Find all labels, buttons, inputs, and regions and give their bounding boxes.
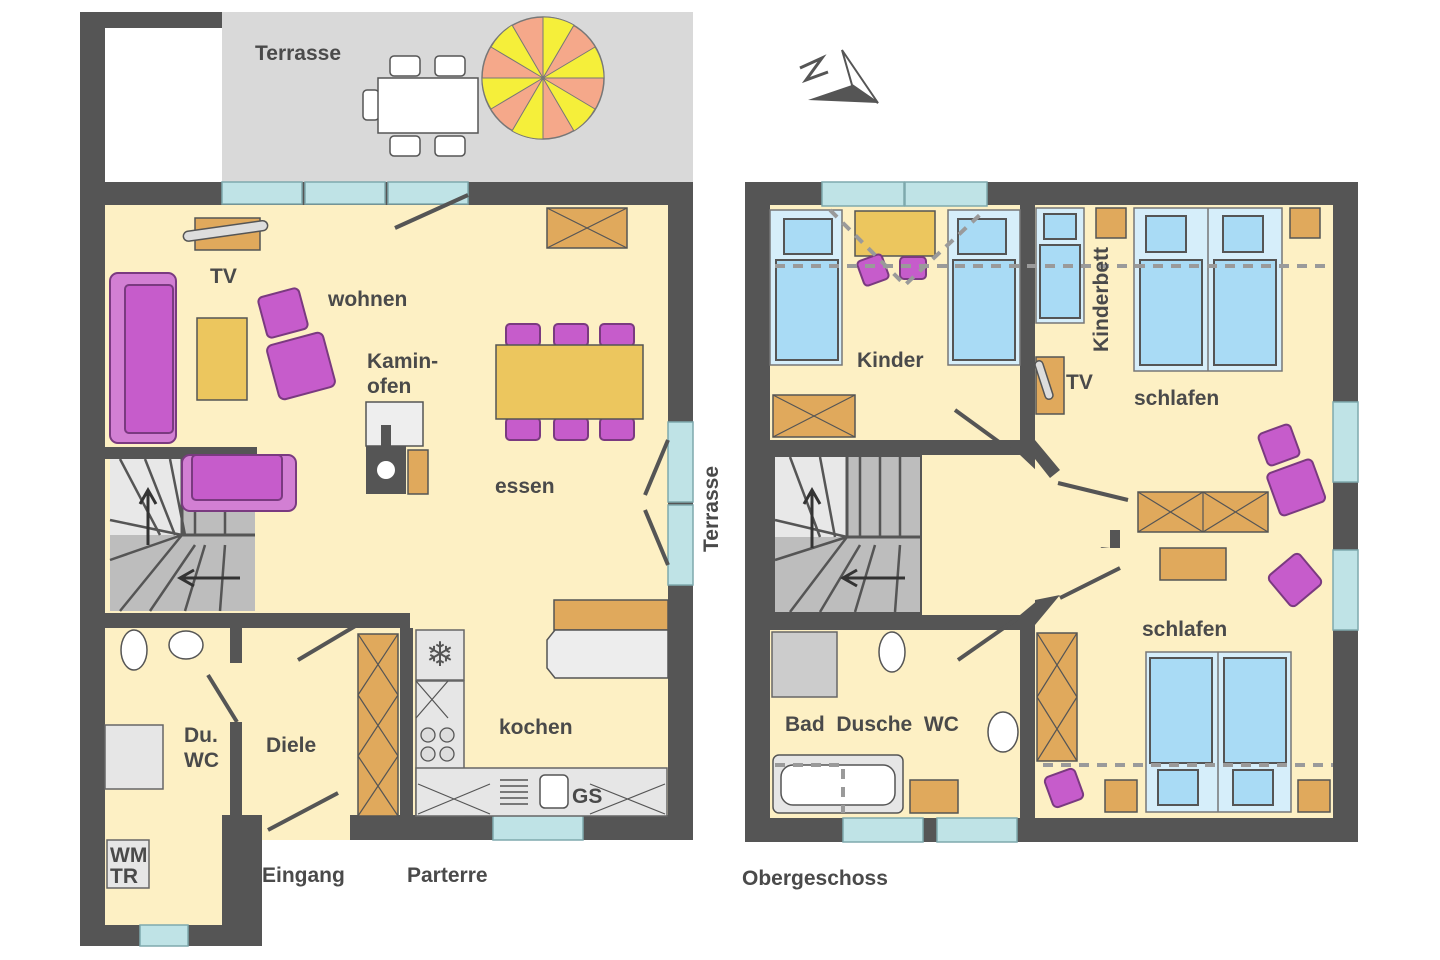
label-tv: TV: [210, 265, 237, 288]
label-living: wohnen: [327, 288, 407, 311]
label-washer: WM: [110, 844, 147, 867]
window: [221, 181, 303, 205]
north-label: [799, 54, 829, 84]
label-shower: Du.: [184, 724, 218, 747]
toilet-icon: [120, 629, 148, 671]
terrace-table: [362, 55, 479, 157]
label-crib: Kinderbett: [1090, 247, 1113, 352]
crib: [1035, 207, 1085, 324]
wardrobe: [1036, 632, 1078, 762]
stove-icon: [365, 401, 429, 495]
upper-floor-title: Obergeschoss: [742, 867, 888, 890]
kids-bed-right: [947, 209, 1021, 366]
label-terrace-side: Terrasse: [700, 466, 723, 552]
label-dining: essen: [495, 475, 555, 498]
upper-hallway: [922, 455, 1110, 615]
washbasin-icon: [168, 630, 204, 660]
compass-north-arrow-icon: [799, 49, 879, 104]
armchair: [1266, 458, 1327, 517]
cooktop-icon: [420, 727, 455, 762]
stairs-upper: [774, 456, 920, 613]
label-tv-upper: TV: [1066, 371, 1093, 394]
freezer: [415, 629, 465, 681]
label-bedroom-1: schlafen: [1134, 387, 1219, 410]
desk: [854, 210, 936, 257]
ground-floor-title: Parterre: [407, 864, 488, 887]
label-dryer: TR: [110, 865, 138, 888]
double-bed-2: [1145, 651, 1292, 813]
label-kids: Kinder: [857, 349, 924, 372]
label-stove: Kamin-: [367, 350, 438, 373]
parasol-icon: [481, 16, 605, 140]
label-bathroom: Bad Dusche WC: [785, 713, 959, 736]
washer-dryer: [106, 839, 150, 889]
label-wc: WC: [184, 749, 219, 772]
tv-icon: [182, 219, 269, 242]
label-bedroom-2: schlafen: [1142, 618, 1227, 641]
label-terrace: Terrasse: [255, 42, 341, 65]
shower-icon: [104, 724, 164, 790]
tv-icon: [1034, 360, 1054, 400]
label-entrance: Eingang: [262, 864, 345, 887]
toilet-icon: [878, 631, 906, 673]
dining-table: [495, 323, 644, 441]
upper-floor: Kinder Kinderbett TV schlafen schlafen B…: [742, 181, 1359, 890]
label-kitchen: kochen: [499, 716, 573, 739]
stair-arrow-icon: [138, 486, 158, 545]
double-bed-1: [1133, 207, 1283, 372]
shower-icon: [771, 631, 838, 698]
snowflake-icon: ❄: [426, 636, 455, 674]
label-hall: Diele: [266, 734, 316, 757]
label-dishwasher: GS: [572, 785, 602, 808]
coffee-table: [196, 317, 248, 401]
kids-bed-left: [769, 209, 843, 366]
kitchen-island: [546, 629, 669, 679]
armchair: [266, 331, 336, 401]
ground-floor: ❄ Terrasse Terrasse TV wohnen Kamin- ofe…: [80, 12, 723, 947]
washbasin-icon: [987, 711, 1019, 753]
sink-icon: [539, 774, 569, 809]
label-stove-2: ofen: [367, 375, 411, 398]
